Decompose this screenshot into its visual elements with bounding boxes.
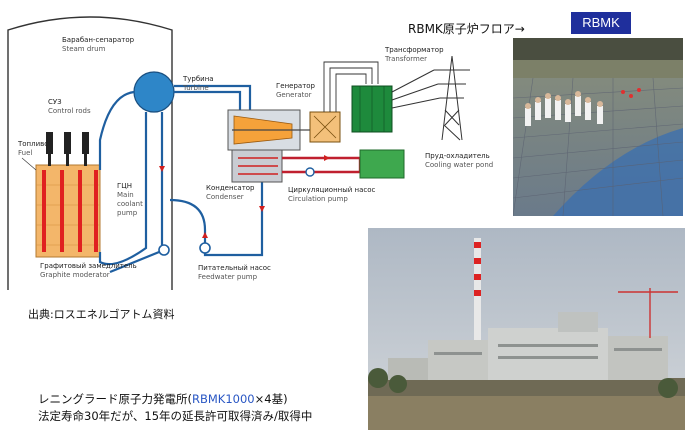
graphite-label-ru: Графитовый замедлитель	[40, 262, 137, 270]
rbmk-diagram: Барабан-сепаратор Steam drum Турбина Tur…	[7, 16, 494, 290]
reactor-floor-photo	[513, 38, 683, 216]
transmission-tower	[391, 55, 470, 141]
pipes	[98, 84, 264, 274]
fuel-rods	[42, 170, 98, 252]
cooling-circuit	[282, 156, 362, 174]
mcp-label-en-1: Main	[117, 191, 134, 199]
mcp-label-en-3: pump	[117, 209, 138, 217]
condenser-label-en: Condenser	[206, 193, 244, 201]
plant-caption-model: RBMK1000	[192, 392, 255, 406]
flow-arrows	[159, 155, 330, 238]
transformer-label-en: Transformer	[385, 55, 428, 63]
feedwater-label-ru: Питательный насос	[198, 264, 271, 272]
diagram-drawing	[7, 16, 470, 290]
condenser-label-ru: Конденсатор	[206, 184, 255, 192]
steam-drum	[133, 71, 175, 113]
plant-caption-prefix: レニングラード原子力発電所(	[38, 392, 192, 406]
generator-label-ru: Генератор	[276, 82, 315, 90]
main-coolant-pump	[158, 244, 170, 256]
cooling-pond	[359, 149, 405, 179]
pond-label-en: Cooling water pond	[425, 161, 494, 169]
rbmk-badge: RBMK	[571, 12, 631, 34]
control-rods	[46, 132, 89, 166]
circulation-pump	[305, 167, 315, 177]
turbine-label-ru: Турбина	[183, 75, 214, 83]
graphite-label-en: Graphite moderator	[40, 271, 110, 279]
pond-label-ru: Пруд-охладитель	[425, 152, 490, 160]
steam-drum-label-en: Steam drum	[62, 45, 106, 53]
transformer-label-ru: Трансформатор	[385, 46, 444, 54]
plant-caption-line2: 法定寿命30年だが、15年の延長許可取得済み/取得中	[38, 409, 313, 423]
core-grid	[36, 184, 100, 246]
control-rods-label-en: Control rods	[48, 107, 91, 115]
graphite-core	[35, 164, 101, 258]
generator-label-en: Generator	[276, 91, 312, 99]
fuel-label-en: Fuel	[18, 149, 33, 157]
feedwater-pump	[199, 242, 211, 254]
mcp-label-en-2: coolant	[117, 200, 143, 208]
feedwater-label-en: Feedwater pump	[198, 273, 258, 281]
mcp-label-ru: ГЦН	[117, 182, 132, 190]
control-rods-label-ru: СУЗ	[48, 98, 62, 106]
floor-caption: RBMK原子炉フロア→	[408, 22, 525, 36]
reactor-building-outline	[7, 16, 173, 290]
fuel-label-ru: Топливо	[18, 140, 49, 148]
plant-caption-line1: レニングラード原子力発電所(RBMK1000×4基)	[38, 391, 288, 407]
source-note: 出典:ロスエネルゴアトム資料	[28, 308, 175, 321]
circ-pump-label-ru: Циркуляционный насос	[288, 186, 376, 194]
circ-pump-label-en: Circulation pump	[288, 195, 348, 203]
steam-drum-label-ru: Барабан-сепаратор	[62, 36, 135, 44]
turbine-label-en: Turbine	[183, 84, 209, 92]
leningrad-plant-photo	[368, 228, 685, 430]
plant-caption-suffix: ×4基)	[254, 392, 288, 406]
